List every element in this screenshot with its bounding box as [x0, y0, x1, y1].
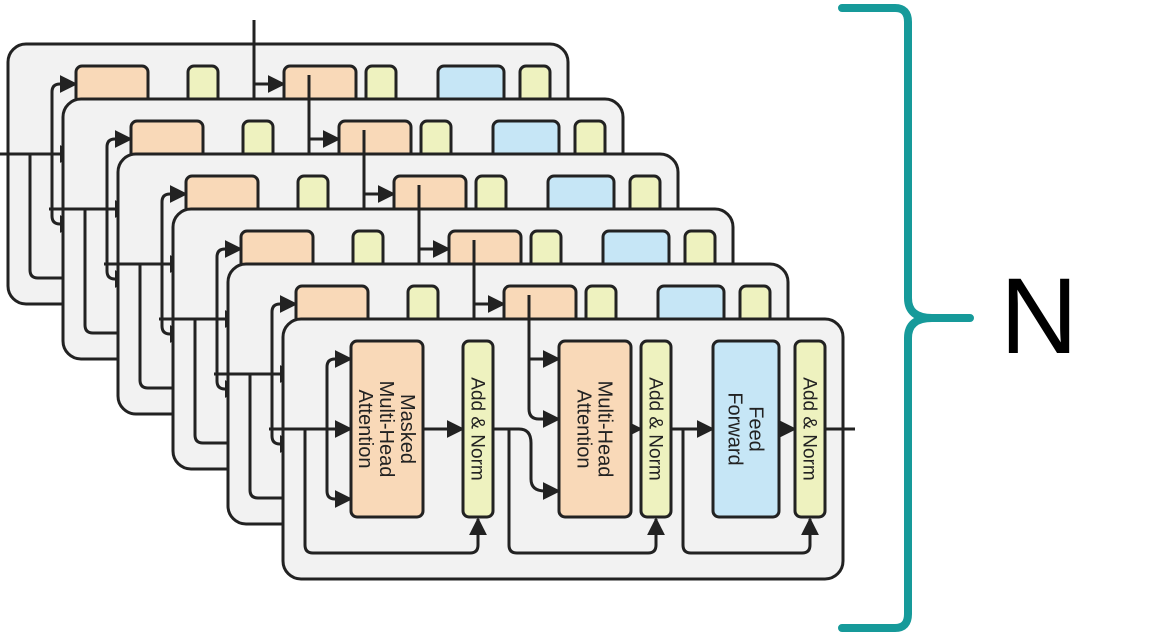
add-norm-2-label-line: Add & Norm — [644, 377, 665, 480]
repeat-count-label: N — [1000, 255, 1078, 376]
masked-multi-head-attention-label-line: Multi-Head — [375, 381, 397, 478]
branch-bottom — [325, 429, 353, 508]
repeat-brace — [838, 4, 974, 632]
branch-top — [50, 75, 78, 154]
residual-3 — [681, 429, 819, 555]
branch-bottom — [50, 154, 78, 233]
branch-bottom — [270, 374, 298, 453]
feed-forward-label: FeedForward — [724, 392, 767, 465]
add-norm-2-box — [639, 339, 673, 519]
multi-head-attention-label-line: Multi-Head — [594, 381, 616, 478]
masked-multi-head-attention-box — [349, 339, 425, 519]
multi-head-attention-label-line: Attention — [573, 390, 595, 469]
add-norm-2-block: Add & Norm — [639, 339, 673, 519]
masked-multi-head-attention-label-line: Masked — [396, 394, 418, 464]
feed-forward-box — [711, 339, 781, 519]
add-norm-2-label: Add & Norm — [644, 377, 665, 480]
add-norm-1-label-line: Add & Norm — [466, 377, 487, 480]
branch-bottom — [160, 264, 188, 343]
add-norm-3-box — [793, 339, 827, 519]
branch-top — [270, 295, 298, 374]
multi-head-attention-box — [557, 339, 633, 519]
residual-1 — [303, 429, 487, 555]
branch-top — [325, 350, 353, 429]
multi-head-attention-label: Multi-HeadAttention — [573, 381, 616, 478]
branch-top — [105, 130, 133, 209]
add-norm-3-label: Add & Norm — [798, 377, 819, 480]
feed-forward-label-line: Forward — [724, 392, 746, 465]
encoder-input — [527, 295, 561, 428]
link-2b — [518, 427, 561, 500]
feed-forward-block: FeedForward — [711, 339, 781, 519]
multi-head-attention-block: Multi-HeadAttention — [557, 339, 633, 519]
masked-multi-head-attention-label: MaskedMulti-HeadAttention — [354, 381, 418, 478]
branch-bottom — [105, 209, 133, 288]
add-norm-1-box — [461, 339, 495, 519]
masked-multi-head-attention-block: MaskedMulti-HeadAttention — [349, 339, 425, 519]
add-norm-1-label: Add & Norm — [466, 377, 487, 480]
add-norm-1-block: Add & Norm — [461, 339, 495, 519]
branch-top — [160, 185, 188, 264]
residual-2 — [507, 429, 665, 555]
add-norm-3-block: Add & Norm — [793, 339, 827, 519]
masked-multi-head-attention-label-line: Attention — [354, 390, 376, 469]
branch-top — [215, 240, 243, 319]
add-norm-3-label-line: Add & Norm — [798, 377, 819, 480]
feed-forward-label-line: Feed — [745, 406, 767, 452]
branch-bottom — [215, 319, 243, 398]
